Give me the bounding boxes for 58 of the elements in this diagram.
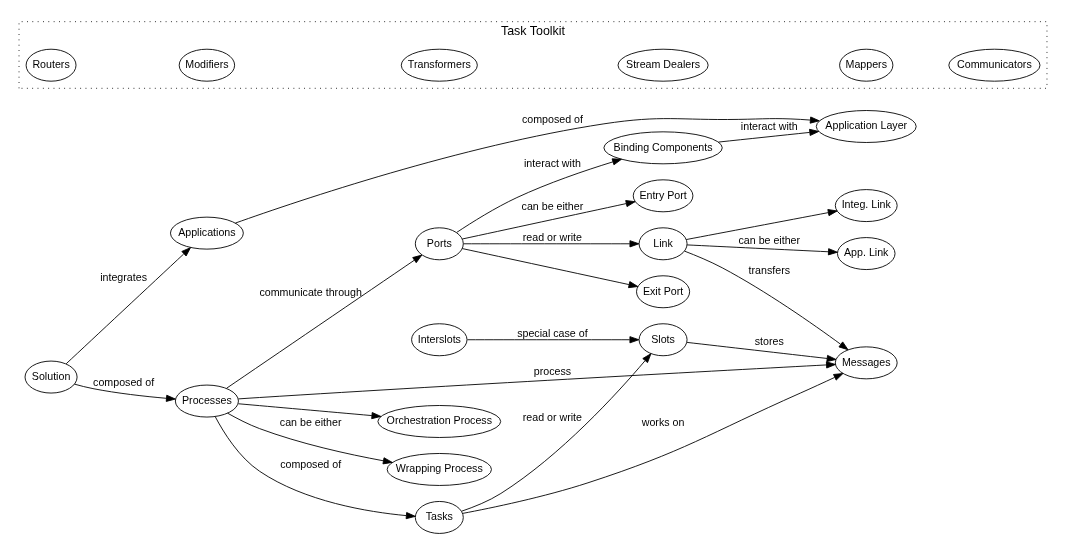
edge-label: communicate through bbox=[259, 285, 362, 298]
edge-label: stores bbox=[754, 334, 784, 347]
edge-label: special case of bbox=[517, 326, 588, 339]
arrow bbox=[461, 247, 639, 288]
node-ellipse: Stream Dealers bbox=[617, 48, 709, 82]
edge-label: interact with bbox=[523, 156, 581, 169]
edge-label: can be either bbox=[279, 415, 342, 428]
node-ellipse: Link bbox=[638, 226, 688, 260]
arrow bbox=[237, 402, 382, 419]
edge-label: interact with bbox=[740, 119, 798, 132]
node-ellipse: Slots bbox=[638, 322, 688, 356]
edge-label: process bbox=[533, 364, 572, 377]
edge-label: composed of bbox=[521, 112, 583, 125]
node-ellipse: Processes bbox=[174, 384, 239, 417]
arrow bbox=[234, 116, 820, 223]
node-ellipse: Solution bbox=[24, 360, 78, 393]
edge-label: works on bbox=[641, 415, 685, 428]
node-ellipse: Ports bbox=[414, 226, 464, 260]
node-ellipse: App. Link bbox=[837, 236, 896, 270]
arrow bbox=[718, 128, 820, 142]
arrow bbox=[466, 335, 640, 343]
arrow bbox=[73, 383, 176, 402]
node-ellipse: Communicators bbox=[948, 48, 1041, 82]
edge-label: integrates bbox=[100, 270, 148, 283]
arrow bbox=[461, 199, 636, 239]
node-ellipse: Wrapping Process bbox=[386, 452, 492, 486]
edge-label: read or write bbox=[522, 410, 583, 423]
edge-label: read or write bbox=[522, 230, 583, 243]
arrow bbox=[65, 246, 191, 364]
node-ellipse: Integ. Link bbox=[834, 188, 898, 222]
arrow bbox=[226, 254, 423, 389]
edge-label: composed of bbox=[280, 457, 342, 470]
node-ellipse: Tasks bbox=[414, 500, 464, 534]
node-ellipse: Modifiers bbox=[178, 48, 236, 82]
arrow bbox=[684, 250, 849, 350]
arrow bbox=[214, 415, 416, 519]
edge-label: can be either bbox=[738, 233, 801, 246]
node-ellipse: Orchestration Process bbox=[377, 404, 502, 438]
arrow bbox=[462, 372, 844, 514]
edge-label: composed of bbox=[93, 375, 155, 388]
node-ellipse: Transformers bbox=[400, 48, 478, 82]
node-ellipse: Entry Port bbox=[632, 178, 694, 212]
edge-label: can be either bbox=[521, 199, 584, 212]
arrow bbox=[238, 360, 836, 399]
node-ellipse: Exit Port bbox=[636, 274, 691, 308]
arrow bbox=[461, 352, 652, 512]
node-ellipse: Applications bbox=[170, 216, 244, 250]
arrow bbox=[685, 208, 838, 240]
arrow bbox=[686, 243, 838, 255]
node-ellipse: Application Layer bbox=[815, 109, 917, 143]
node-ellipse: Interslots bbox=[411, 322, 468, 356]
node-ellipse: Routers bbox=[25, 48, 77, 82]
arrow bbox=[463, 239, 640, 247]
arrow bbox=[456, 157, 622, 233]
arrow bbox=[227, 412, 393, 464]
arrow bbox=[686, 341, 837, 362]
edge-label: transfers bbox=[748, 263, 791, 276]
node-ellipse: Mappers bbox=[839, 48, 894, 82]
